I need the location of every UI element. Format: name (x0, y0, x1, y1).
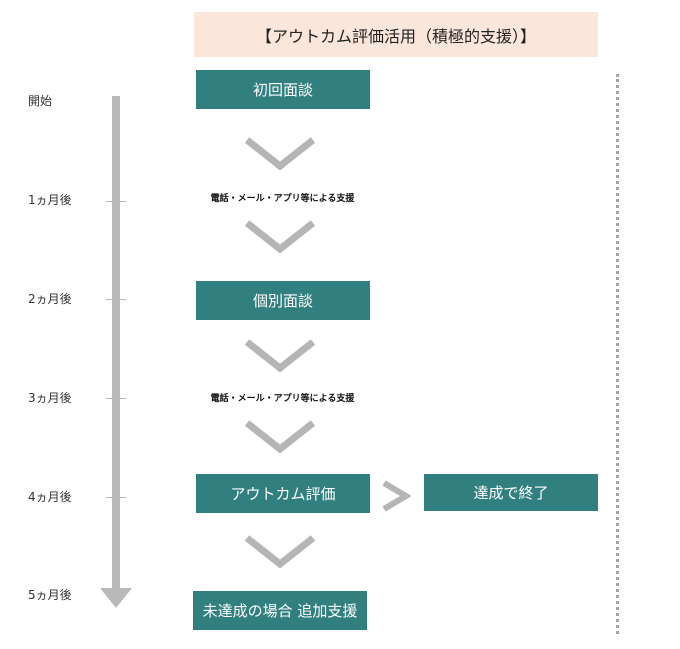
chevron-down-icon (244, 535, 316, 569)
step-not-achieved-support: 未達成の場合 追加支援 (193, 591, 367, 630)
chevron-down-icon (244, 137, 316, 171)
timeline-arrow-shaft (112, 96, 120, 592)
timeline-label-start: 開始 (28, 94, 53, 108)
step-achieved-end: 達成で終了 (424, 474, 598, 511)
step-individual-interview: 個別面談 (196, 281, 370, 320)
step-initial-interview-label: 初回面談 (252, 81, 313, 99)
timeline-label-month-2: 2ヵ月後 (28, 292, 72, 306)
chevron-right-icon (382, 480, 411, 512)
timeline-tick-1 (106, 201, 126, 202)
timeline-tick-2 (106, 299, 126, 300)
chevron-down-icon (244, 420, 316, 454)
chevron-down-icon (244, 339, 316, 373)
timeline-label-month-4: 4ヵ月後 (28, 490, 72, 504)
step-initial-interview: 初回面談 (196, 70, 370, 109)
timeline-tick-4 (106, 497, 126, 498)
step-achieved-end-label: 達成で終了 (473, 484, 549, 502)
dotted-divider (616, 74, 619, 634)
step-contact-support-1: 電話・メール・アプリ等による支援 (210, 194, 355, 204)
step-not-achieved-support-label: 未達成の場合 追加支援 (202, 602, 358, 620)
diagram-title: 【アウトカム評価活用（積極的支援）】 (194, 12, 598, 57)
timeline-arrow-head (100, 588, 132, 608)
chevron-down-icon (244, 220, 316, 254)
timeline-tick-3 (106, 398, 126, 399)
step-outcome-evaluation: アウトカム評価 (196, 474, 370, 513)
timeline-label-month-3: 3ヵ月後 (28, 391, 72, 405)
step-outcome-evaluation-label: アウトカム評価 (230, 485, 336, 503)
step-contact-support-2: 電話・メール・アプリ等による支援 (210, 394, 355, 404)
step-individual-interview-label: 個別面談 (252, 292, 313, 310)
timeline-label-month-1: 1ヵ月後 (28, 193, 72, 207)
timeline-label-month-5: 5ヵ月後 (28, 588, 72, 602)
diagram-title-text: 【アウトカム評価活用（積極的支援）】 (255, 26, 536, 46)
